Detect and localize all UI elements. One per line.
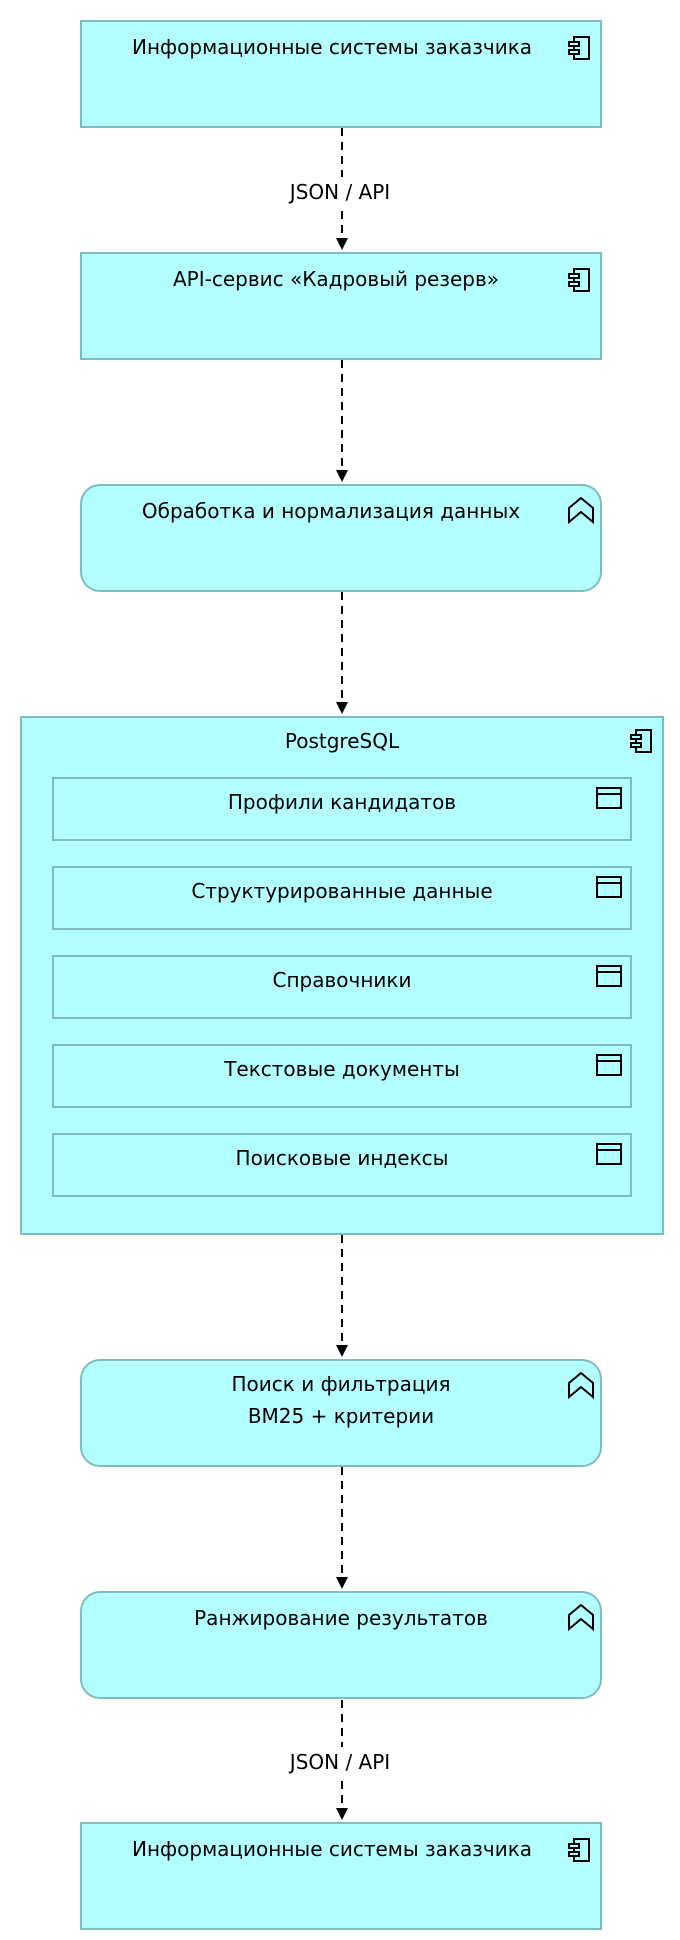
node-label: Информационные системы заказчика (132, 1837, 533, 1861)
table-structured-data: Структурированные данные (52, 866, 632, 930)
search-filter-process-node: Поиск и фильтрация BM25 + критерии (80, 1359, 602, 1467)
process-icon (568, 1603, 594, 1632)
node-label: Ранжирование результатов (194, 1606, 488, 1630)
table-icon (596, 1143, 622, 1165)
table-icon (596, 876, 622, 898)
table-icon (596, 1054, 622, 1076)
node-label: Обработка и нормализация данных (141, 499, 521, 523)
normalization-process-node: Обработка и нормализация данных (80, 484, 602, 592)
node-label-line2: BM25 + критерии (247, 1404, 435, 1428)
edge-label-bottom: JSON / API (289, 1750, 391, 1774)
table-label: Поисковые индексы (235, 1146, 449, 1170)
table-text-documents: Текстовые документы (52, 1044, 632, 1108)
table-label: Профили кандидатов (227, 790, 457, 814)
component-icon (630, 729, 652, 753)
node-label: API-сервис «Кадровый резерв» (172, 267, 500, 291)
table-label: Текстовые документы (224, 1057, 460, 1081)
node-label: Информационные системы заказчика (132, 35, 533, 59)
postgresql-node: PostgreSQL Профили кандидатов Структурир… (20, 716, 664, 1235)
edge-label-top: JSON / API (289, 180, 391, 204)
table-icon (596, 787, 622, 809)
client-systems-top-node: Информационные системы заказчика (80, 20, 602, 128)
process-icon (568, 1371, 594, 1400)
table-candidate-profiles: Профили кандидатов (52, 777, 632, 841)
api-service-node: API-сервис «Кадровый резерв» (80, 252, 602, 360)
table-label: Справочники (272, 968, 412, 992)
component-icon (568, 268, 590, 292)
node-label-line1: Поиск и фильтрация (231, 1372, 451, 1396)
table-reference-books: Справочники (52, 955, 632, 1019)
table-label: Структурированные данные (191, 879, 493, 903)
component-icon (568, 1838, 590, 1862)
table-search-indexes: Поисковые индексы (52, 1133, 632, 1197)
node-label: PostgreSQL (284, 729, 400, 753)
client-systems-bottom-node: Информационные системы заказчика (80, 1822, 602, 1930)
component-icon (568, 36, 590, 60)
process-icon (568, 496, 594, 525)
ranking-process-node: Ранжирование результатов (80, 1591, 602, 1699)
table-icon (596, 965, 622, 987)
